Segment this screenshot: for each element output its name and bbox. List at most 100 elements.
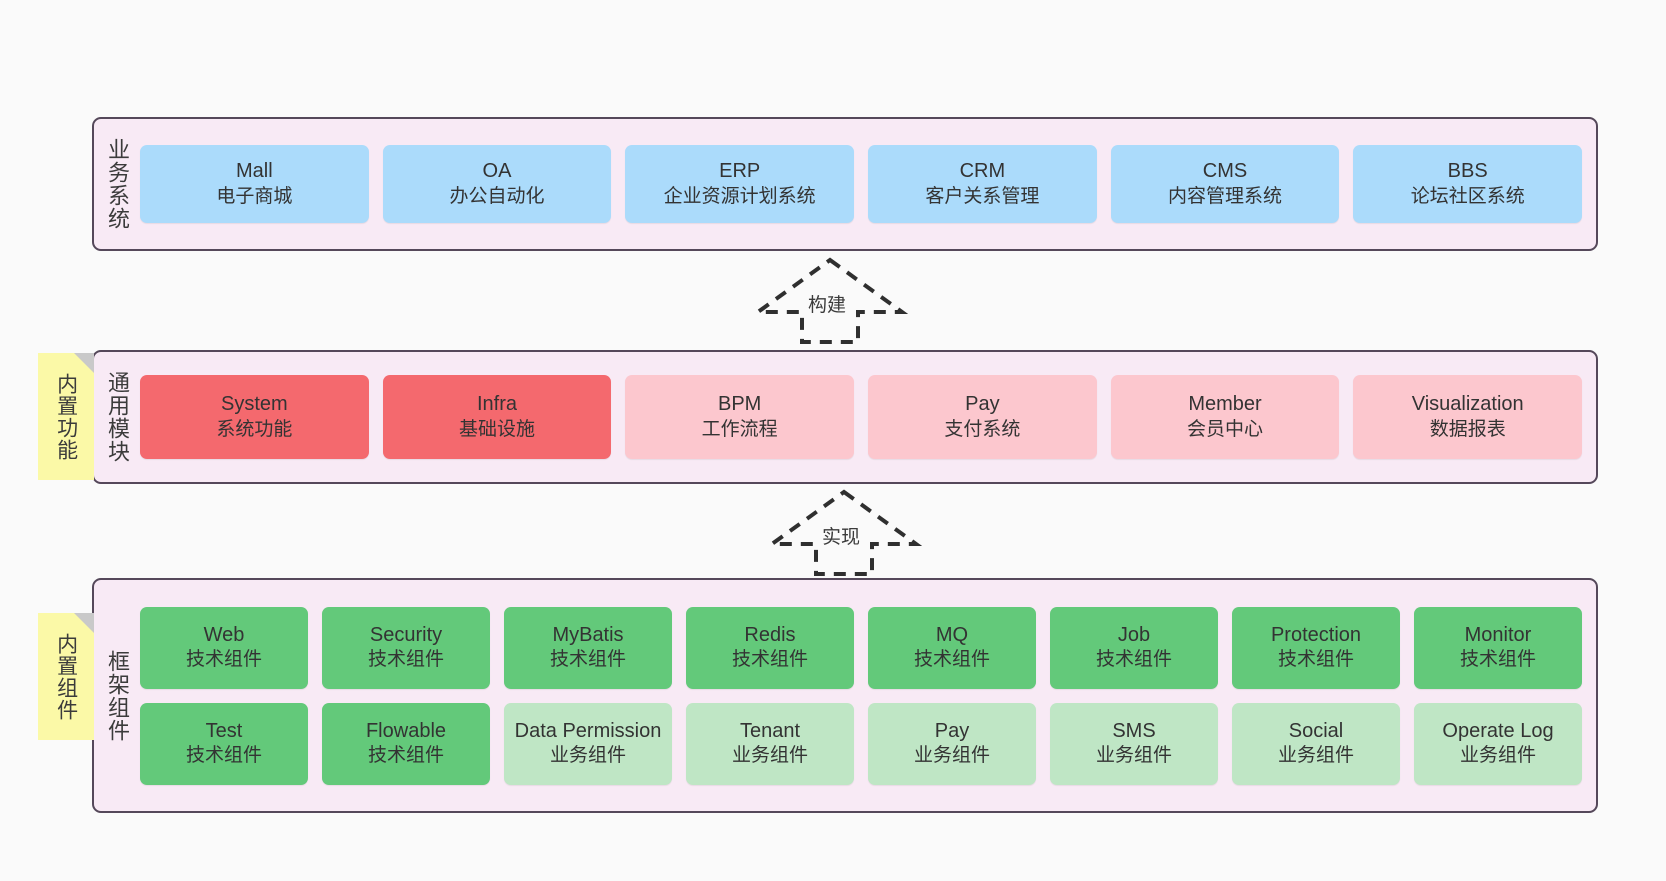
card-subtitle: 业务组件 [913, 745, 990, 767]
card-pay-business[interactable]: Pay 业务组件 [868, 702, 1036, 785]
note-text: 内置功能 [54, 372, 78, 461]
card-subtitle: 内容管理系统 [1168, 185, 1283, 207]
card-tenant[interactable]: Tenant 业务组件 [686, 702, 854, 785]
card-subtitle: 技术组件 [1459, 649, 1536, 671]
card-subtitle: 业务组件 [1459, 745, 1536, 767]
card-bpm[interactable]: BPM 工作流程 [625, 375, 855, 459]
card-subtitle: 电子商城 [216, 185, 293, 207]
layer-common-module: 通用模块 System 系统功能 Infra 基础设施 BPM 工作流程 Pay… [92, 350, 1598, 484]
card-title: CMS [1202, 160, 1248, 183]
card-subtitle: 办公自动化 [449, 185, 545, 207]
card-subtitle: 技术组件 [1095, 649, 1172, 671]
card-subtitle: 工作流程 [701, 418, 778, 440]
card-title: Data Permission [514, 719, 662, 742]
note-text: 内置组件 [54, 632, 78, 721]
card-subtitle: 业务组件 [1095, 745, 1172, 767]
card-subtitle: 业务组件 [731, 745, 808, 767]
card-title: MQ [935, 623, 969, 646]
card-flowable[interactable]: Flowable 技术组件 [322, 702, 490, 785]
card-cms[interactable]: CMS 内容管理系统 [1110, 145, 1340, 223]
card-pay[interactable]: Pay 支付系统 [868, 375, 1097, 459]
card-web[interactable]: Web 技术组件 [140, 606, 308, 689]
layer-title-framework-component: 框架组件 [104, 649, 130, 742]
card-title: Social [1288, 719, 1344, 742]
card-mall[interactable]: Mall 电子商城 [140, 145, 369, 223]
card-subtitle: 技术组件 [367, 745, 444, 767]
card-title: BPM [718, 393, 762, 416]
card-subtitle: 论坛社区系统 [1410, 185, 1525, 207]
card-oa[interactable]: OA 办公自动化 [382, 145, 612, 223]
note-builtin-component: 内置组件 [38, 613, 94, 740]
card-subtitle: 企业资源计划系统 [663, 185, 816, 207]
card-title: Protection [1270, 623, 1362, 646]
card-title: Monitor [1464, 623, 1532, 646]
layer-body-framework-component: Web 技术组件 Security 技术组件 MyBatis 技术组件 Redi… [140, 580, 1596, 811]
card-title: Flowable [365, 719, 447, 742]
card-title: SMS [1112, 719, 1156, 742]
card-title: Pay [934, 719, 970, 742]
card-subtitle: 支付系统 [944, 418, 1021, 440]
card-infra[interactable]: Infra 基础设施 [382, 375, 612, 459]
card-sms[interactable]: SMS 业务组件 [1050, 702, 1218, 785]
card-subtitle: 技术组件 [185, 649, 262, 671]
card-title: Pay [965, 393, 1000, 416]
layer-title-common-module: 通用模块 [104, 371, 130, 463]
card-protection[interactable]: Protection 技术组件 [1232, 606, 1400, 689]
card-title: Test [205, 719, 243, 742]
card-monitor[interactable]: Monitor 技术组件 [1414, 606, 1582, 689]
card-security[interactable]: Security 技术组件 [322, 606, 490, 689]
card-mq[interactable]: MQ 技术组件 [868, 606, 1036, 689]
card-subtitle: 业务组件 [1277, 745, 1354, 767]
card-title: Web [203, 623, 245, 646]
layer-body-common-module: System 系统功能 Infra 基础设施 BPM 工作流程 Pay 支付系统… [140, 352, 1596, 482]
card-job[interactable]: Job 技术组件 [1050, 606, 1218, 689]
layer-body-business-system: Mall 电子商城 OA 办公自动化 ERP 企业资源计划系统 CRM 客户关系… [140, 119, 1596, 249]
card-operate-log[interactable]: Operate Log 业务组件 [1414, 702, 1582, 785]
card-title: Mall [236, 160, 273, 183]
card-visualization[interactable]: Visualization 数据报表 [1353, 375, 1583, 459]
card-subtitle: 技术组件 [367, 649, 444, 671]
card-member[interactable]: Member 会员中心 [1110, 375, 1340, 459]
card-mybatis[interactable]: MyBatis 技术组件 [504, 606, 672, 689]
card-subtitle: 技术组件 [549, 649, 626, 671]
connector-build-label: 构建 [808, 295, 847, 316]
card-crm[interactable]: CRM 客户关系管理 [868, 145, 1097, 223]
card-subtitle: 系统功能 [216, 418, 293, 440]
card-row: Mall 电子商城 OA 办公自动化 ERP 企业资源计划系统 CRM 客户关系… [140, 145, 1583, 223]
card-subtitle: 技术组件 [1277, 649, 1354, 671]
card-row: System 系统功能 Infra 基础设施 BPM 工作流程 Pay 支付系统… [140, 375, 1583, 459]
card-title: BBS [1447, 160, 1488, 183]
card-title: CRM [959, 160, 1006, 183]
card-title: Member [1188, 393, 1262, 416]
card-title: Operate Log [1442, 719, 1554, 742]
note-fold-corner [74, 613, 94, 633]
card-social[interactable]: Social 业务组件 [1232, 702, 1400, 785]
card-title: Tenant [739, 719, 801, 742]
card-subtitle: 会员中心 [1187, 418, 1264, 440]
card-title: Visualization [1411, 393, 1524, 416]
card-row: Web 技术组件 Security 技术组件 MyBatis 技术组件 Redi… [140, 606, 1582, 689]
card-system[interactable]: System 系统功能 [140, 375, 369, 459]
layer-title-business-system: 业务系统 [104, 138, 130, 230]
connector-build-arrow [752, 257, 908, 344]
card-subtitle: 技术组件 [913, 649, 990, 671]
card-title: System [220, 393, 288, 416]
card-title: MyBatis [552, 623, 624, 646]
layer-framework-component: 框架组件 Web 技术组件 Security 技术组件 MyBatis 技术组件… [92, 578, 1598, 813]
card-redis[interactable]: Redis 技术组件 [686, 606, 854, 689]
card-subtitle: 技术组件 [731, 649, 808, 671]
card-title: Job [1117, 623, 1151, 646]
connector-implement-label: 实现 [822, 527, 861, 548]
card-bbs[interactable]: BBS 论坛社区系统 [1353, 145, 1583, 223]
layer-business-system: 业务系统 Mall 电子商城 OA 办公自动化 ERP 企业资源计划系统 CRM… [92, 117, 1598, 251]
card-data-permission[interactable]: Data Permission 业务组件 [504, 702, 672, 785]
card-subtitle: 数据报表 [1429, 418, 1506, 440]
card-title: Security [369, 623, 443, 646]
note-builtin-function: 内置功能 [38, 353, 94, 480]
card-erp[interactable]: ERP 企业资源计划系统 [625, 145, 855, 223]
card-title: OA [482, 160, 512, 183]
card-subtitle: 技术组件 [185, 745, 262, 767]
card-test[interactable]: Test 技术组件 [140, 702, 308, 785]
card-title: ERP [719, 160, 761, 183]
